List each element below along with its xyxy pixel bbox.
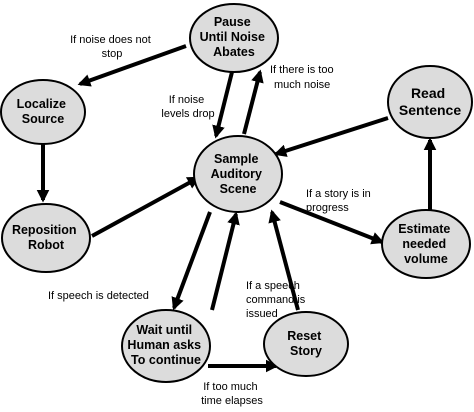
label-noise-not-stop-line-2: stop — [102, 48, 123, 60]
node-pause: Pause Until Noise Abates — [189, 3, 279, 73]
node-estimate-line-3: volume — [404, 252, 448, 266]
label-story-in-progress: If a story is in progress — [306, 188, 374, 214]
node-wait-line-3: To continue — [131, 353, 201, 367]
node-reposition-ellipse — [1, 203, 91, 273]
edge-sample-to-estimate — [279, 200, 385, 245]
node-pause-ellipse — [189, 3, 279, 73]
node-reposition-line-1: Reposition — [12, 223, 77, 237]
label-speech-command-line-2: command is — [246, 294, 306, 306]
label-speech-command-line-1: If a speech — [246, 280, 300, 292]
label-time-elapses-line-2: time elapses — [201, 395, 263, 407]
node-reposition: Reposition Robot — [1, 203, 91, 273]
label-too-much-noise-line-2: much noise — [274, 79, 330, 91]
node-localize-line-2: Source — [22, 112, 64, 126]
node-estimate-ellipse — [381, 209, 471, 279]
node-reset-ellipse — [263, 311, 349, 377]
node-read-ellipse — [387, 65, 473, 139]
node-sample-label: Sample Auditory Scene — [211, 152, 266, 196]
edge-pause-to-sample — [212, 71, 234, 139]
label-speech-detected: If speech is detected — [48, 290, 149, 302]
node-reposition-label: Reposition Robot — [12, 223, 80, 252]
edge-wait-to-sample — [210, 211, 240, 311]
node-sample-line-1: Sample — [214, 152, 259, 166]
node-reset-label: Reset Story — [287, 329, 325, 358]
node-sample: Sample Auditory Scene — [193, 135, 283, 213]
label-noise-not-stop: If noise does not stop — [70, 34, 154, 60]
edge-pause-to-localize — [77, 44, 187, 87]
node-estimate-line-2: needed — [402, 237, 446, 251]
node-estimate-line-1: Estimate — [398, 222, 450, 236]
edge-labels: If noise does not stop If there is too m… — [48, 34, 374, 407]
node-wait: Wait until Human asks To continue — [121, 309, 211, 383]
label-noise-not-stop-line-1: If noise does not — [70, 34, 151, 46]
node-pause-line-2: Until Noise — [200, 30, 265, 44]
node-pause-line-3: Abates — [213, 45, 255, 59]
node-localize: Localize Source — [0, 79, 86, 145]
label-too-much-noise-line-1: If there is too — [270, 64, 334, 76]
node-reposition-line-2: Robot — [28, 238, 65, 252]
node-wait-label: Wait until Human asks To continue — [127, 323, 204, 367]
label-time-elapses-line-1: If too much — [203, 381, 257, 393]
edge-sample-to-pause — [242, 69, 264, 135]
node-reset-line-2: Story — [290, 344, 322, 358]
edge-read-to-sample — [273, 116, 389, 157]
node-reset: Reset Story — [263, 311, 349, 377]
node-localize-label: Localize Source — [17, 97, 70, 126]
edge-sample-to-wait — [171, 211, 212, 311]
node-estimate-label: Estimate needed volume — [398, 222, 454, 266]
edge-reset-to-sample — [268, 209, 300, 311]
label-story-in-progress-line-2: progress — [306, 202, 349, 214]
label-story-in-progress-line-1: If a story is in — [306, 188, 371, 200]
node-read-line-1: Read — [411, 85, 445, 101]
node-sample-ellipse — [193, 135, 283, 213]
node-read-line-2: Sentence — [399, 102, 461, 118]
node-read-label: Read Sentence — [399, 85, 461, 118]
label-noise-drop-line-1: If noise — [169, 94, 204, 106]
label-speech-command-line-3: issued — [246, 308, 278, 320]
node-localize-ellipse — [0, 79, 86, 145]
node-wait-line-1: Wait until — [136, 323, 192, 337]
edges — [36, 44, 437, 373]
label-noise-drop: If noise levels drop — [161, 94, 214, 120]
node-wait-ellipse — [121, 309, 211, 383]
node-pause-label: Pause Until Noise Abates — [200, 15, 269, 59]
label-too-much-noise: If there is too much noise — [270, 64, 337, 91]
label-time-elapses: If too much time elapses — [201, 381, 263, 407]
node-read: Read Sentence — [387, 65, 473, 139]
node-wait-line-2: Human asks — [127, 338, 201, 352]
node-sample-line-2: Auditory — [211, 167, 262, 181]
label-speech-detected-line-1: If speech is detected — [48, 290, 149, 302]
node-localize-line-1: Localize — [17, 97, 66, 111]
node-reset-line-1: Reset — [287, 329, 322, 343]
label-noise-drop-line-2: levels drop — [161, 108, 214, 120]
edge-reposition-to-sample — [91, 176, 201, 238]
node-pause-line-1: Pause — [214, 15, 251, 29]
node-estimate: Estimate needed volume — [381, 209, 471, 279]
node-sample-line-3: Scene — [220, 182, 257, 196]
label-speech-command: If a speech command is issued — [246, 280, 308, 320]
